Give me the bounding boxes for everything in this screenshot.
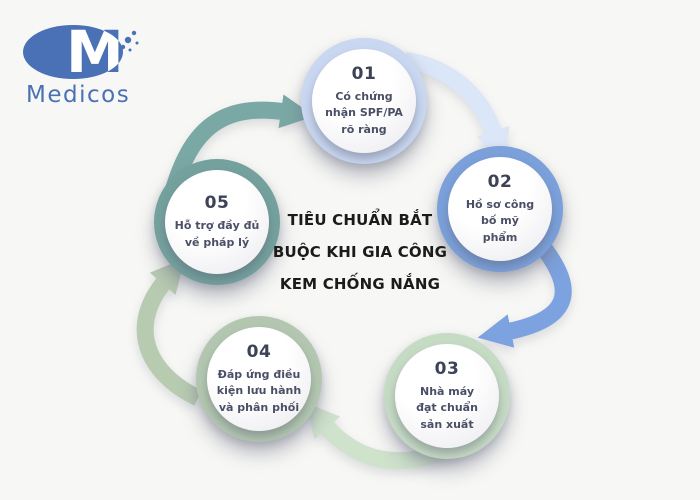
step-01-node: 01 Có chứng nhận SPF/PA rõ ràng xyxy=(301,38,427,164)
brand-name: Medicos xyxy=(26,82,130,108)
step-04-node: 04 Đáp ứng điều kiện lưu hành và phân ph… xyxy=(196,316,322,442)
step-number: 02 xyxy=(487,171,513,192)
step-number: 04 xyxy=(246,341,272,362)
logo-monogram-outer: M xyxy=(66,18,124,86)
step-label: Có chứng nhận SPF/PA rõ ràng xyxy=(325,89,403,136)
step-label: Đáp ứng điều kiện lưu hành và phân phối xyxy=(216,367,302,414)
step-label: Hồ sơ công bố mỹ phẩm xyxy=(465,197,535,244)
step-02-content: 02 Hồ sơ công bố mỹ phẩm xyxy=(448,157,552,261)
logo-ellipse xyxy=(23,25,123,79)
arrow-02-to-03 xyxy=(477,237,572,348)
step-number: 03 xyxy=(434,358,460,379)
step-01-content: 01 Có chứng nhận SPF/PA rõ ràng xyxy=(312,49,416,153)
arrow-01-to-02 xyxy=(403,51,510,164)
step-number: 05 xyxy=(204,193,230,213)
arrow-04-to-05 xyxy=(136,258,202,406)
diagram-title: TIÊU CHUẨN BẮT BUỘC KHI GIA CÔNG KEM CHỐ… xyxy=(272,211,448,293)
step-number: 01 xyxy=(351,63,377,84)
step-label: Nhà máy đạt chuẩn sản xuất xyxy=(416,384,478,431)
step-label: Hỗ trợ đầy đủ về pháp lý xyxy=(174,219,260,249)
logo-bubbles xyxy=(109,30,139,52)
step-05-content: 05 Hỗ trợ đầy đủ về pháp lý xyxy=(165,170,269,274)
step-04-content: 04 Đáp ứng điều kiện lưu hành và phân ph… xyxy=(207,327,311,431)
medicos-logo: M M Medicos xyxy=(10,14,180,114)
step-03-content: 03 Nhà máy đạt chuẩn sản xuất xyxy=(395,344,499,448)
medicos-logo-graphic: M M Medicos xyxy=(23,18,139,108)
step-02-node: 02 Hồ sơ công bố mỹ phẩm xyxy=(437,146,563,272)
step-03-node: 03 Nhà máy đạt chuẩn sản xuất xyxy=(384,333,510,459)
